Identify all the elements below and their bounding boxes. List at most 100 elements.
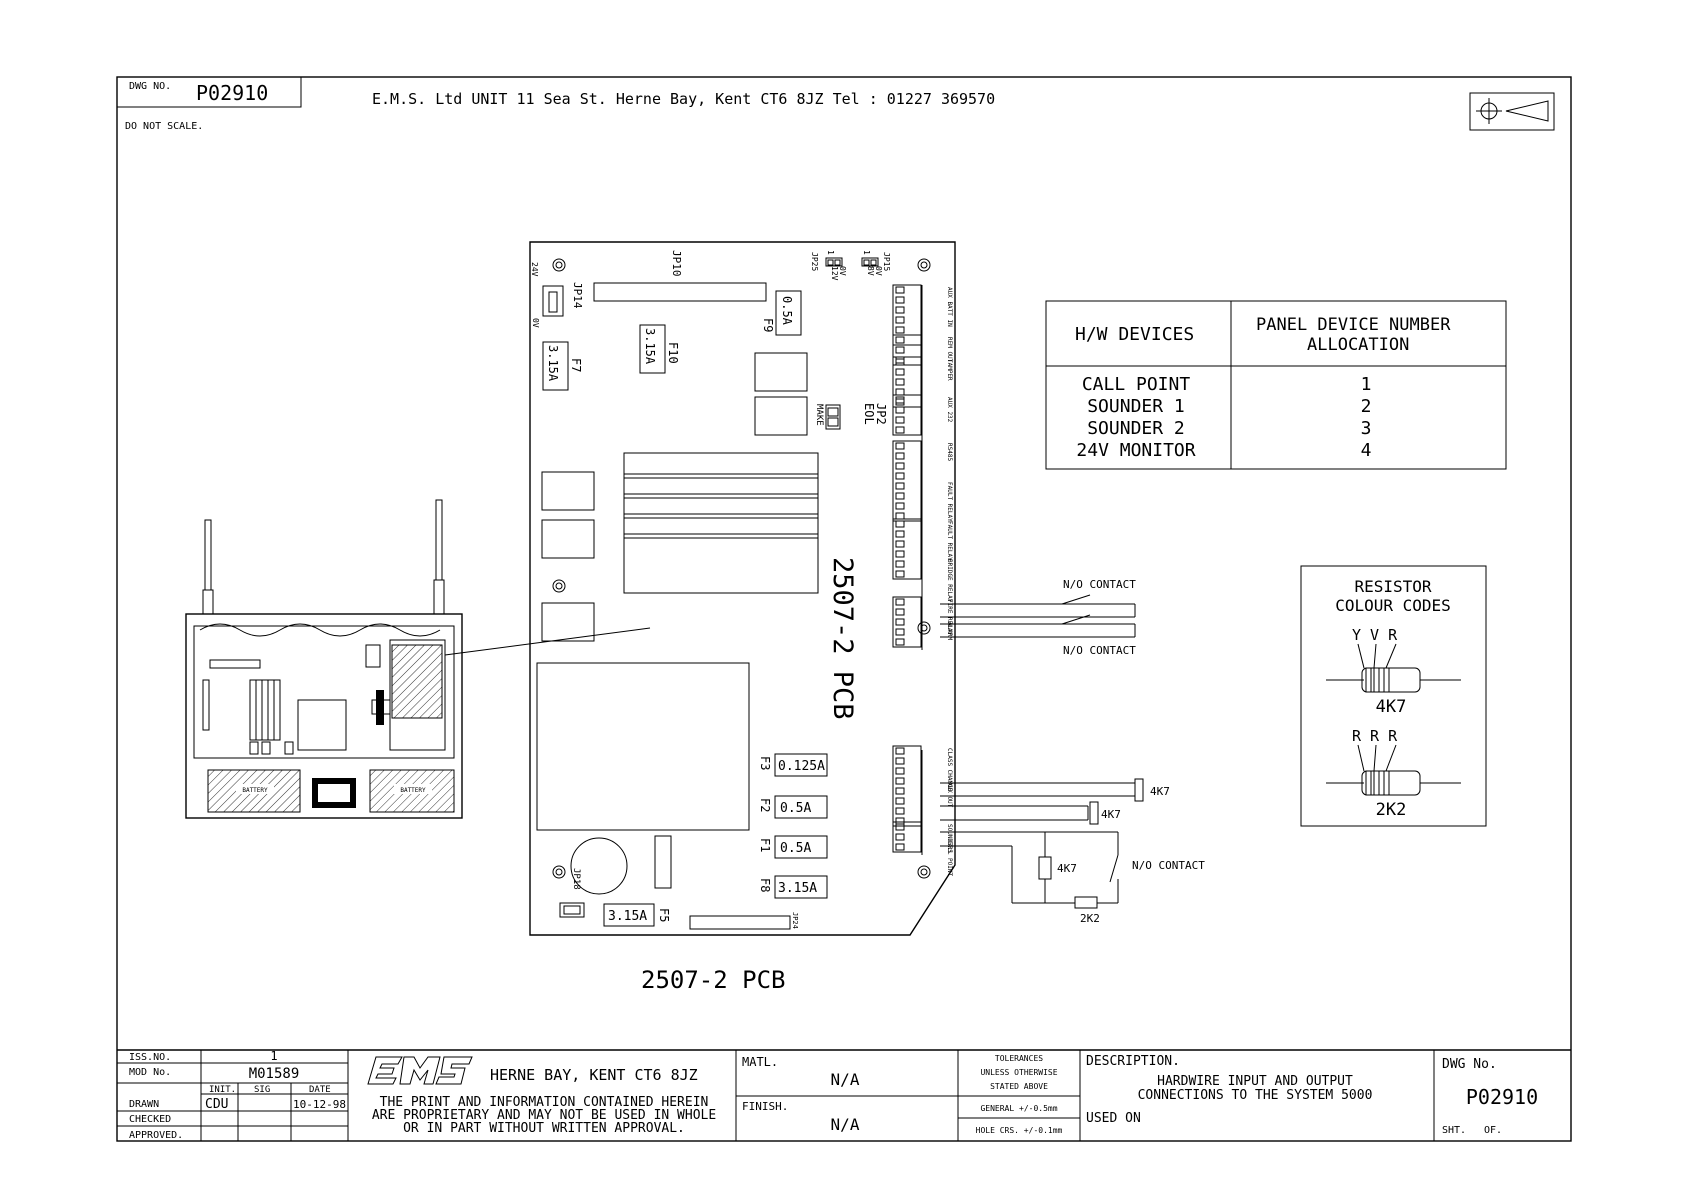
- title-dwg-no-label: DWG No.: [1442, 1057, 1497, 1072]
- fuse-f1-rating: 0.5A: [780, 841, 811, 856]
- of-label: OF.: [1484, 1125, 1502, 1136]
- jp25-pin1: 1: [826, 250, 835, 255]
- col-date-label: DATE: [309, 1085, 331, 1095]
- resistor-title-line2: COLOUR CODES: [1335, 596, 1451, 615]
- jp25-12v: 12V: [830, 266, 839, 281]
- fuse-f8-rating: 3.15A: [778, 881, 817, 896]
- table-header-allocation-line2: ALLOCATION: [1307, 335, 1409, 355]
- fuse-f8-id: F8: [758, 878, 772, 892]
- projection-symbol: [1469, 92, 1555, 131]
- fuse-f10: 3.15A F10: [639, 324, 680, 374]
- n-o-contact-label-bottom: N/O CONTACT: [1063, 644, 1136, 657]
- finish-label: FINISH.: [742, 1100, 788, 1113]
- fuse-f1: 0.5A F1: [758, 835, 828, 859]
- matl-value: N/A: [831, 1070, 860, 1089]
- terminal-group-label: FAULT RELAY: [946, 521, 953, 561]
- notice-line1: THE PRINT AND INFORMATION CONTAINED HERE…: [380, 1095, 709, 1110]
- iss-no-label: ISS.NO.: [129, 1052, 171, 1063]
- terminal-screw: [895, 472, 905, 480]
- terminal-screw: [895, 406, 905, 414]
- sounder2-eol-label: 4K7: [1101, 808, 1121, 821]
- dwg-number: P02910: [196, 81, 268, 105]
- terminal-screw: [895, 530, 905, 538]
- fuse-f1-id: F1: [758, 838, 772, 852]
- sounder2-eol-resistor: [1089, 801, 1099, 825]
- pcb-name-vertical: 2507-2 PCB: [827, 557, 858, 720]
- relay-3: [541, 471, 595, 511]
- terminal-screw: [895, 426, 905, 434]
- terminal-screw: [895, 823, 905, 831]
- description-line2: CONNECTIONS TO THE SYSTEM 5000: [1138, 1088, 1373, 1103]
- terminal-screw: [895, 598, 905, 606]
- terminal-screw: [895, 502, 905, 510]
- terminal-screw: [895, 512, 905, 520]
- description-label: DESCRIPTION.: [1086, 1054, 1180, 1069]
- terminal-screw: [895, 550, 905, 558]
- enclosure-box: [185, 613, 463, 819]
- terminal-screw: [895, 286, 905, 294]
- mod-no-value: M01589: [249, 1066, 300, 1082]
- jp2-label: JP2: [874, 403, 888, 425]
- terminal-screw: [895, 356, 905, 364]
- terminal-block: [892, 356, 922, 408]
- tolerance-general: GENERAL +/-0.5mm: [980, 1104, 1057, 1113]
- terminal-block: [892, 596, 922, 648]
- terminal-screw: [895, 452, 905, 460]
- terminal-screw: [895, 398, 905, 406]
- used-on-label: USED ON: [1086, 1111, 1141, 1126]
- battery-right-label: BATTERY: [400, 787, 426, 794]
- table-device-cell: 24V MONITOR: [1076, 440, 1195, 461]
- jp15-pin1: 1: [862, 250, 871, 255]
- fuse-f5-rating: 3.15A: [608, 909, 647, 924]
- col-init-label: INIT.: [209, 1085, 236, 1095]
- drawn-date: 10-12-98: [293, 1098, 346, 1111]
- terminal-block: [892, 394, 922, 436]
- terminal-block: [892, 745, 922, 827]
- terminal-block: [892, 284, 922, 346]
- terminal-screw: [895, 336, 905, 344]
- tolerance-line2: UNLESS OTHERWISE: [980, 1068, 1057, 1077]
- do-not-scale-note: DO NOT SCALE.: [125, 121, 203, 132]
- call-point-resistor-2k2: [1074, 896, 1098, 909]
- make-label: MAKE: [814, 404, 824, 426]
- terminal-screw: [895, 797, 905, 805]
- fuse-f3-rating: 0.125A: [778, 759, 825, 774]
- fuse-f9-id: F9: [761, 318, 775, 332]
- pcb-callout-line: [444, 627, 651, 656]
- table-number-cell: 4: [1361, 440, 1372, 461]
- terminal-block: [892, 440, 922, 522]
- terminal-screw: [895, 833, 905, 841]
- jp14-label: JP14: [571, 282, 584, 309]
- resistor2-value: 2K2: [1376, 800, 1407, 820]
- call-point-2k2-label: 2K2: [1080, 912, 1100, 925]
- terminal-group-label: AUX 232: [946, 397, 953, 423]
- header: DWG NO. P02910 DO NOT SCALE. E.M.S. Ltd …: [116, 76, 1555, 132]
- pcb-outline: [529, 241, 956, 936]
- mounting-holes: [552, 258, 931, 879]
- description-line1: HARDWIRE INPUT AND OUTPUT: [1157, 1074, 1353, 1089]
- terminal-group-label: AUX BATT IN: [946, 287, 953, 327]
- col-sig-label: SIG: [254, 1085, 270, 1095]
- terminal-screw: [895, 346, 905, 354]
- jp14-connector: [542, 285, 564, 317]
- n-o-contact-label-top: N/O CONTACT: [1063, 578, 1136, 591]
- jp25-label: JP25: [810, 252, 819, 271]
- terminal-group-label: REM OUT: [946, 337, 953, 363]
- fuse-f3: 0.125A F3: [758, 753, 828, 777]
- fuse-f2-rating: 0.5A: [780, 801, 811, 816]
- jp15-label: JP15: [882, 252, 891, 271]
- terminal-screw: [895, 757, 905, 765]
- capacitor: [570, 837, 628, 895]
- call-point-4k7-label: 4K7: [1057, 862, 1077, 875]
- relay-1: [754, 352, 808, 392]
- terminal-screw: [895, 492, 905, 500]
- antenna-left: [204, 519, 212, 591]
- fuse-f2-id: F2: [758, 798, 772, 812]
- company-location: HERNE BAY, KENT CT6 8JZ: [490, 1066, 698, 1084]
- terminal-screw: [895, 326, 905, 334]
- terminal-screw: [895, 462, 905, 470]
- terminal-screw: [895, 807, 905, 815]
- jp24-header: JP24: [689, 912, 799, 930]
